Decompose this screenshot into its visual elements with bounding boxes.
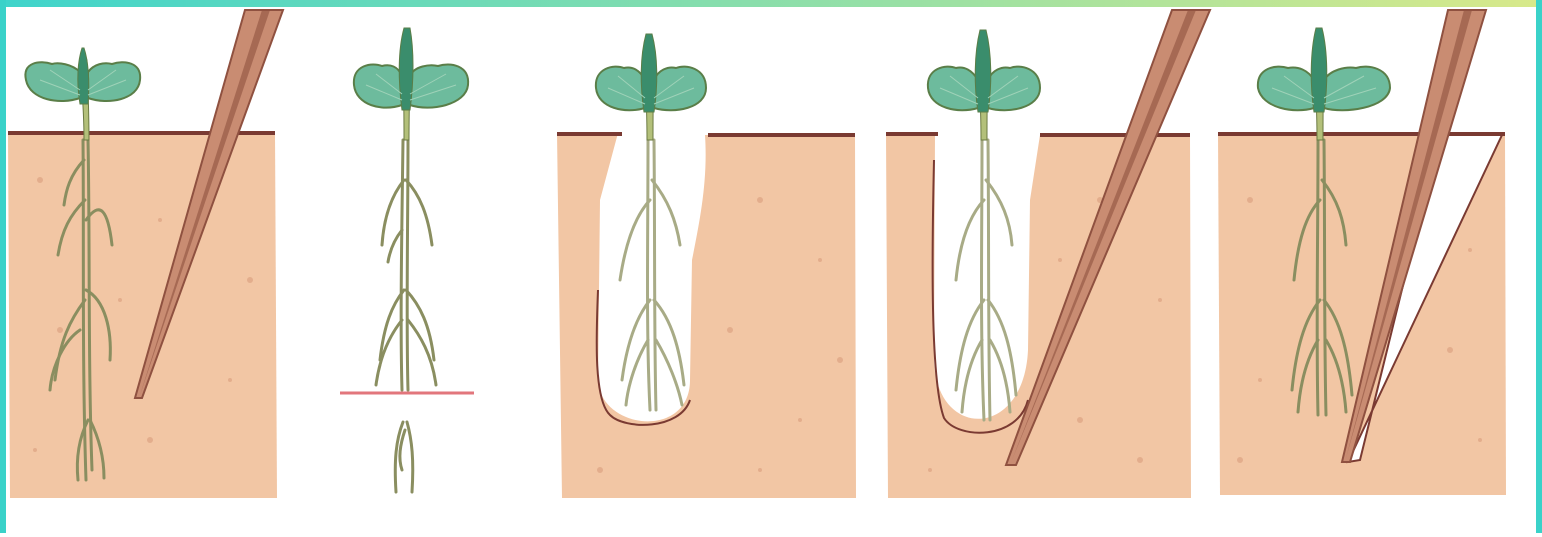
leaves-3 [596, 34, 706, 112]
panel-5 [1218, 10, 1506, 495]
left-frame-bar [0, 0, 6, 533]
right-frame-bar [1536, 0, 1542, 533]
root-system-3 [620, 140, 684, 410]
top-frame-bar [0, 0, 1542, 7]
leaves-4 [928, 30, 1040, 112]
panel-3 [557, 34, 856, 498]
leaves-5 [1258, 28, 1390, 112]
panel-4 [886, 10, 1210, 498]
panel-2 [340, 28, 474, 492]
soil-block-4 [886, 133, 1191, 498]
soil-block-3 [557, 133, 856, 498]
leaves-1 [25, 48, 140, 104]
panel-1 [8, 10, 283, 498]
soil-block-1 [8, 133, 277, 498]
root-system-4 [956, 140, 1016, 420]
root-system-2 [376, 140, 436, 492]
leaves-2 [354, 28, 468, 110]
